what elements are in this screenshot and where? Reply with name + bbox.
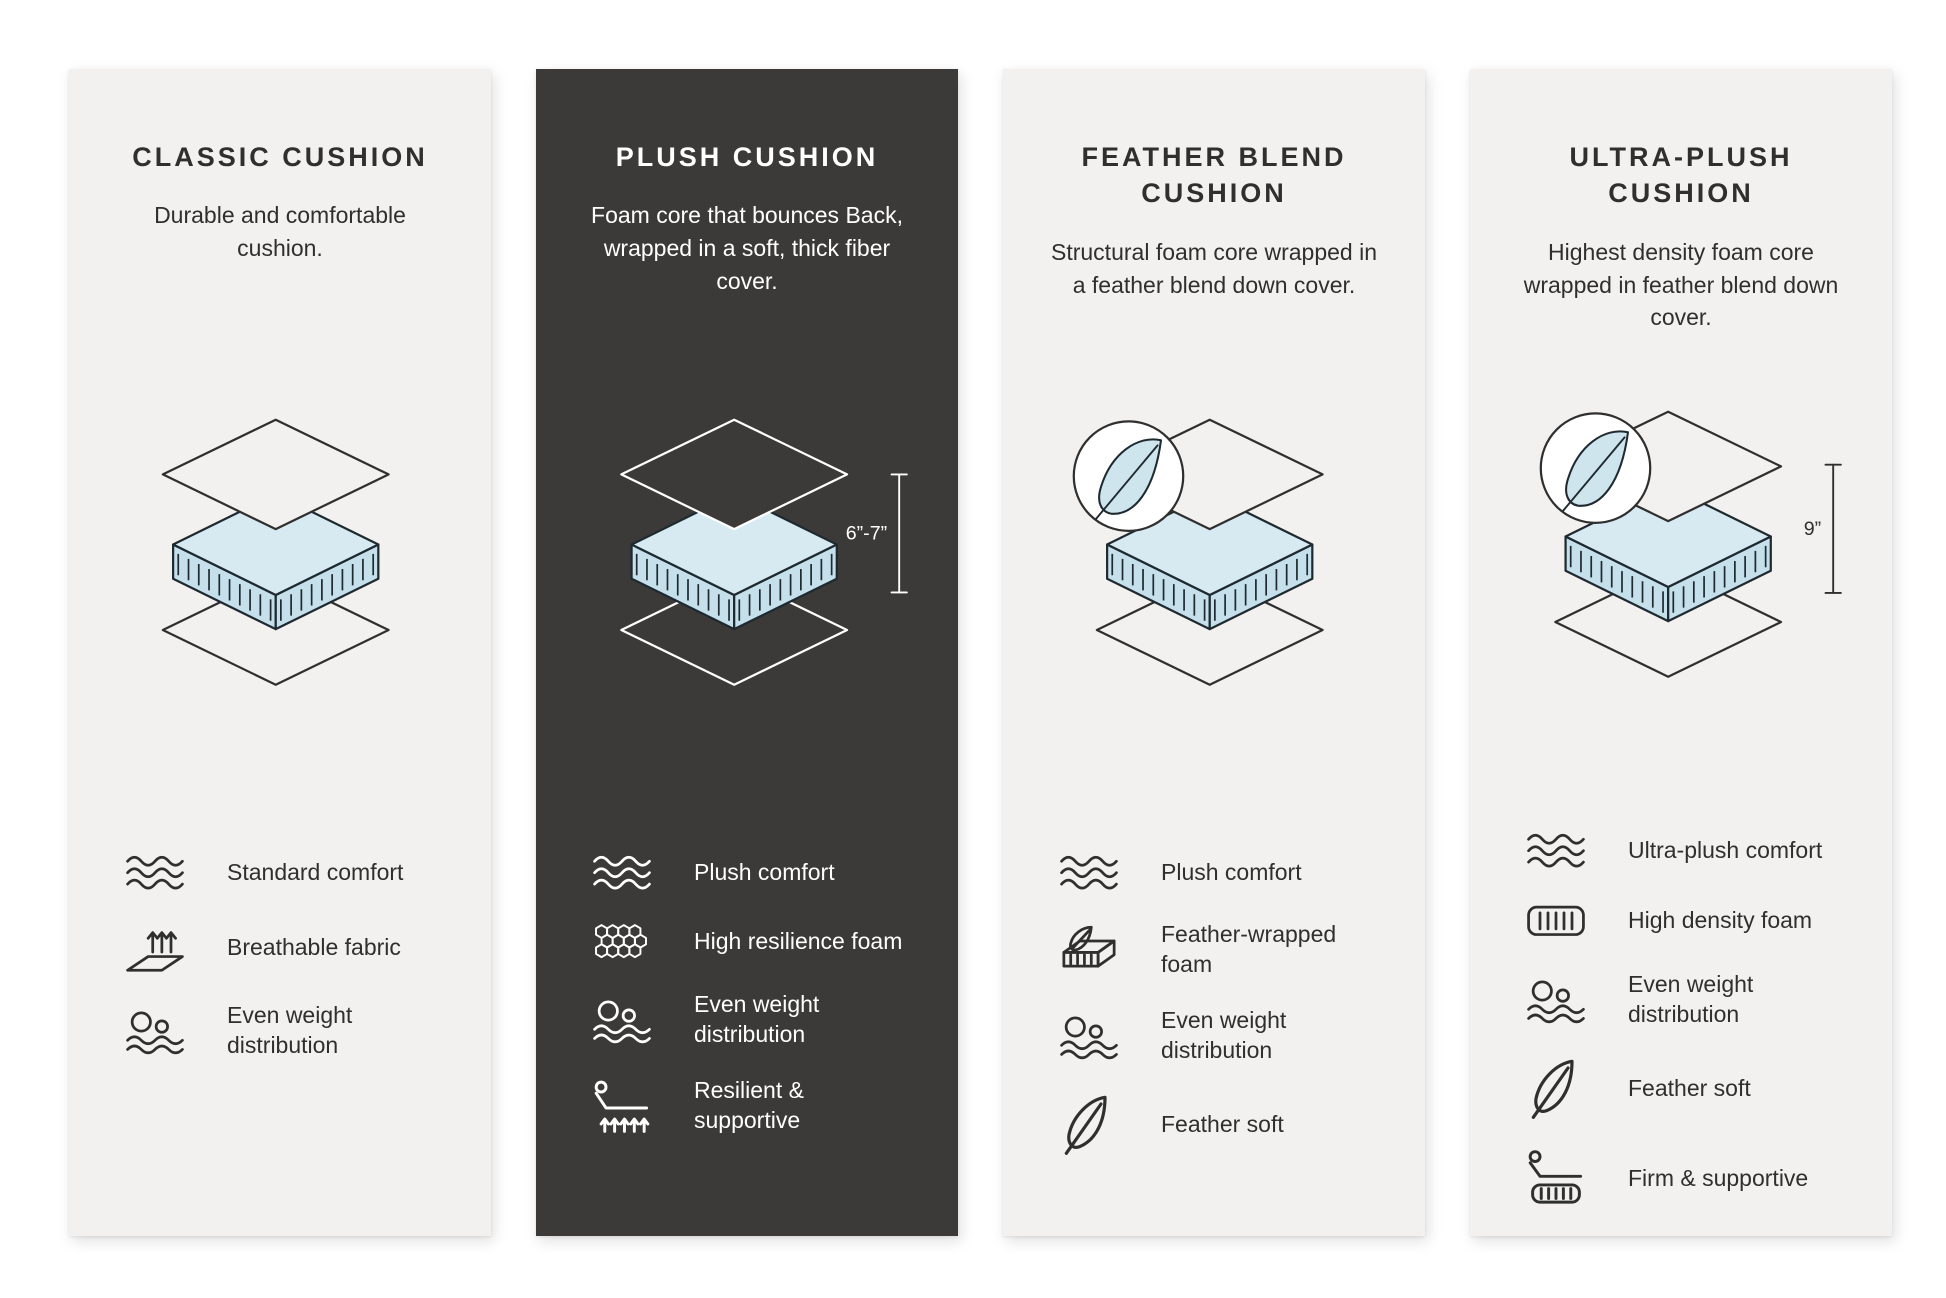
breathable-icon (123, 920, 199, 975)
illustration-area: 6”-7” (576, 375, 918, 795)
resilient-icon (590, 1076, 666, 1135)
feature-row: Even weight distribution (590, 990, 918, 1050)
feature-label: Even weight distribution (694, 990, 820, 1047)
wave-icon (123, 851, 199, 894)
feature-list: Plush comfort Feather-wrapped foam Even … (1043, 851, 1385, 1185)
honeycomb-icon (590, 920, 666, 964)
measurement-label: 6”-7” (846, 522, 888, 544)
feature-row: Resilient & supportive (590, 1076, 918, 1136)
feature-row: Plush comfort (590, 851, 918, 894)
panel-description: Foam core that bounces Back, wrapped in … (591, 202, 903, 294)
feature-label: High density foam (1628, 907, 1813, 934)
feature-row: Feather-wrapped foam (1057, 920, 1385, 980)
panel-classic-cushion: CLASSIC CUSHION Durable and comfortable … (69, 69, 491, 1236)
feature-row: Standard comfort (123, 851, 451, 894)
panel-title: FEATHER BLEND CUSHION (1081, 142, 1347, 209)
feather-badge (1072, 420, 1185, 532)
foam-core-layer (630, 492, 838, 631)
panel-title: CLASSIC CUSHION (132, 142, 428, 172)
cushion-layers-illustration: 9” (1539, 410, 1842, 678)
top-layer (161, 418, 390, 531)
feature-label: Standard comfort (227, 858, 404, 885)
panel-ultra-plush-cushion: ULTRA-PLUSH CUSHION Highest density foam… (1470, 69, 1892, 1236)
wave-icon (1057, 851, 1133, 894)
panel-title: ULTRA-PLUSH CUSHION (1569, 142, 1793, 209)
feature-label: Feather soft (1628, 1075, 1751, 1102)
feature-row: Breathable fabric (123, 920, 451, 975)
firm-icon (1524, 1148, 1600, 1210)
wave-icon (1524, 829, 1600, 872)
cushion-layers-illustration: 6”-7” (620, 418, 908, 686)
feature-list: Plush comfort High resilience foam Even … (576, 851, 918, 1162)
feature-row: Plush comfort (1057, 851, 1385, 894)
feature-row: Even weight distribution (123, 1001, 451, 1061)
cushion-comparison-board: CLASSIC CUSHION Durable and comfortable … (69, 69, 1892, 1236)
feature-row: Feather soft (1057, 1092, 1385, 1159)
panel-description: Durable and comfortable cushion. (154, 202, 406, 262)
feature-label: Resilient & supportive (694, 1076, 804, 1133)
feather-icon (1057, 1092, 1133, 1159)
panel-header: FEATHER BLEND CUSHION Structural foam co… (1043, 125, 1385, 375)
feature-label: Even weight distribution (227, 1002, 353, 1059)
feature-label: Even weight distribution (1161, 1007, 1287, 1064)
weight-distribution-icon (1524, 975, 1600, 1025)
panel-header: ULTRA-PLUSH CUSHION Highest density foam… (1510, 125, 1852, 367)
weight-distribution-icon (590, 995, 666, 1045)
top-layer (620, 418, 849, 531)
feather-badge (1539, 412, 1652, 524)
illustration-area (109, 375, 451, 795)
feature-label: High resilience foam (694, 928, 903, 955)
foam-icon (1524, 898, 1600, 944)
measurement-label: 9” (1804, 518, 1821, 540)
cushion-layers-illustration (1072, 418, 1324, 686)
feature-row: Firm & supportive (1524, 1148, 1852, 1210)
panel-description: Highest density foam core wrapped in fea… (1523, 238, 1839, 331)
panel-feather-blend-cushion: FEATHER BLEND CUSHION Structural foam co… (1003, 69, 1425, 1236)
cushion-layers-illustration (161, 418, 390, 686)
illustration-area (1043, 375, 1385, 795)
feature-list: Standard comfort Breathable fabric Even … (109, 851, 451, 1087)
feature-row: Feather soft (1524, 1056, 1852, 1123)
feature-label: Firm & supportive (1628, 1165, 1809, 1192)
feature-label: Even weight distribution (1628, 971, 1754, 1027)
weight-distribution-icon (1057, 1011, 1133, 1061)
feather-icon (1524, 1056, 1600, 1123)
feature-label: Breathable fabric (227, 933, 401, 960)
feature-row: High resilience foam (590, 920, 918, 964)
feature-row: Even weight distribution (1057, 1006, 1385, 1066)
panel-title: PLUSH CUSHION (615, 142, 879, 172)
height-measurement: 9” (1804, 463, 1842, 594)
feature-label: Feather-wrapped foam (1161, 921, 1337, 978)
feature-row: High density foam (1524, 898, 1852, 944)
illustration-area: 9” (1510, 367, 1852, 773)
weight-distribution-icon (123, 1006, 199, 1056)
feature-label: Feather soft (1161, 1111, 1284, 1138)
panel-description: Structural foam core wrapped in a feathe… (1051, 238, 1377, 298)
height-measurement: 6”-7” (846, 473, 908, 594)
feature-label: Plush comfort (1161, 858, 1302, 885)
panel-plush-cushion: PLUSH CUSHION Foam core that bounces Bac… (536, 69, 958, 1236)
panel-header: PLUSH CUSHION Foam core that bounces Bac… (576, 125, 918, 375)
feather-foam-icon (1057, 925, 1133, 975)
wave-icon (590, 851, 666, 894)
feature-row: Ultra-plush comfort (1524, 829, 1852, 872)
panel-header: CLASSIC CUSHION Durable and comfortable … (109, 125, 451, 375)
feature-label: Ultra-plush comfort (1628, 836, 1823, 863)
feature-row: Even weight distribution (1524, 970, 1852, 1030)
foam-core-layer (172, 492, 380, 631)
feature-label: Plush comfort (694, 858, 835, 885)
feature-list: Ultra-plush comfort High density foam Ev… (1510, 829, 1852, 1236)
